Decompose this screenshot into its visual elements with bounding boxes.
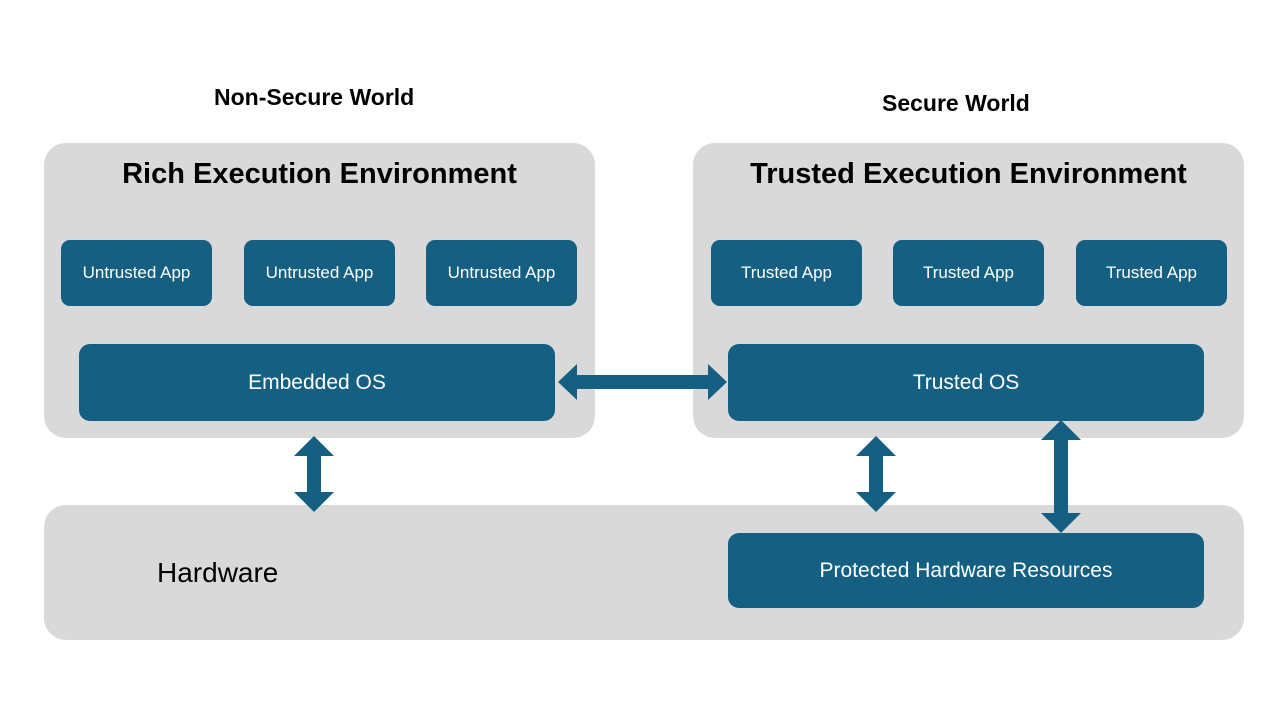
ree-hardware-arrow <box>294 436 334 512</box>
trusted-app-box: Trusted App <box>1076 240 1227 306</box>
tee-panel: Trusted Execution Environment Trusted Ap… <box>693 143 1244 438</box>
embedded-os-box: Embedded OS <box>79 344 555 421</box>
trusted-app-box: Trusted App <box>893 240 1044 306</box>
hardware-panel: Hardware Protected Hardware Resources <box>44 505 1244 640</box>
trusted-os-box: Trusted OS <box>728 344 1204 421</box>
tee-title: Trusted Execution Environment <box>750 158 1187 190</box>
hardware-label: Hardware <box>157 557 279 588</box>
untrusted-app-box: Untrusted App <box>61 240 212 306</box>
ree-title: Rich Execution Environment <box>122 158 517 190</box>
untrusted-app-box: Untrusted App <box>426 240 577 306</box>
trusted-app-box: Trusted App <box>711 240 862 306</box>
ree-panel: Rich Execution Environment Untrusted App… <box>44 143 595 438</box>
non-secure-world-label: Non-Secure World <box>214 84 415 110</box>
protected-hardware-resources-box: Protected Hardware Resources <box>728 533 1204 608</box>
tee-hardware-arrow <box>856 436 896 512</box>
secure-world-label: Secure World <box>882 90 1030 116</box>
untrusted-app-box: Untrusted App <box>244 240 395 306</box>
